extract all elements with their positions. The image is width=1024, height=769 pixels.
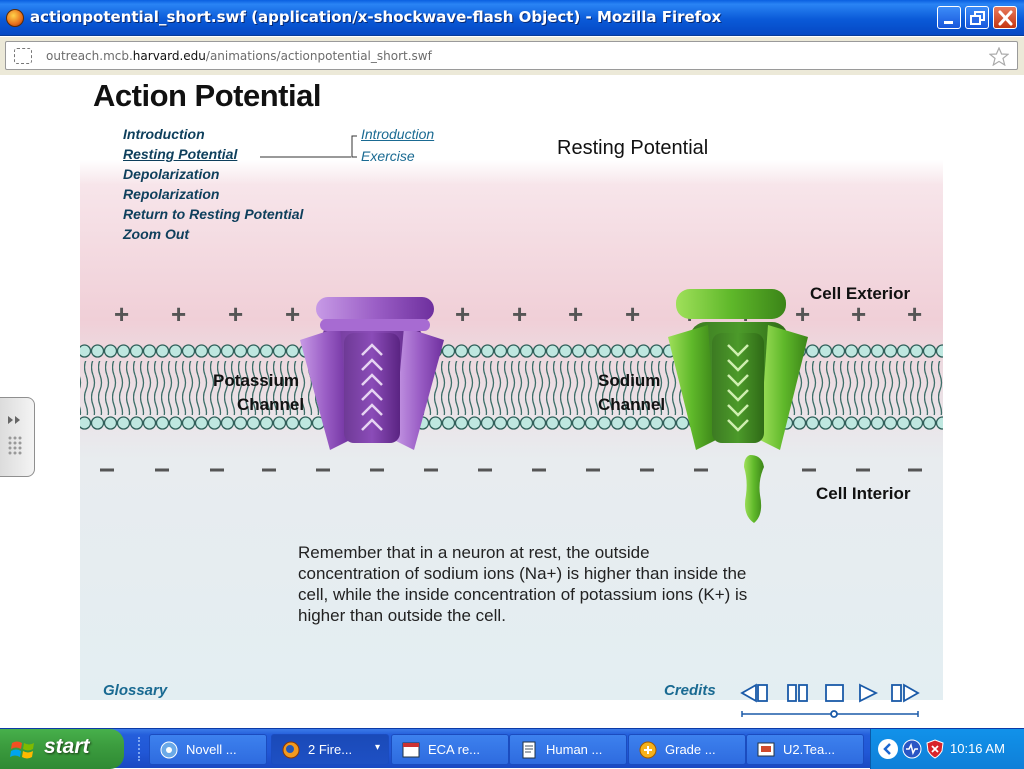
svg-text:+: + xyxy=(285,299,300,329)
cell-exterior-label: Cell Exterior xyxy=(810,284,911,303)
url-prefix: outreach.mcb. xyxy=(46,49,133,63)
task-eca[interactable]: ECA re... xyxy=(391,734,509,765)
sodium-label-line2: Channel xyxy=(598,395,666,414)
page-heading: Action Potential xyxy=(93,78,321,113)
task-label: ECA re... xyxy=(428,742,481,757)
url-text: outreach.mcb.harvard.edu/animations/acti… xyxy=(46,49,432,63)
quicklaunch-grip xyxy=(138,737,142,761)
restore-button[interactable] xyxy=(965,6,989,29)
grade-icon xyxy=(639,741,657,759)
url-host: harvard.edu xyxy=(132,49,206,63)
nav-repolarization[interactable]: Repolarization xyxy=(123,186,220,202)
clock: 10:16 AM xyxy=(950,741,1005,756)
task-grade[interactable]: Grade ... xyxy=(628,734,746,765)
section-title: Resting Potential xyxy=(557,137,709,159)
nav-zoom-out[interactable]: Zoom Out xyxy=(123,226,190,242)
flash-side-tab[interactable] xyxy=(0,397,35,477)
nav-introduction[interactable]: Introduction xyxy=(123,126,205,142)
window-title-bar[interactable]: actionpotential_short.swf (application/x… xyxy=(0,0,1024,36)
taskbar: start Novell ... 2 Fire... ▾ ECA re... H… xyxy=(0,728,1024,769)
flash-content: ++++ ++++ ++++ +++ xyxy=(0,75,1024,720)
window-icon xyxy=(402,742,420,758)
nav-connector xyxy=(260,135,357,158)
task-label: U2.Tea... xyxy=(783,742,836,757)
svg-text:+: + xyxy=(228,299,243,329)
close-button[interactable] xyxy=(993,6,1017,29)
glossary-link[interactable]: Glossary xyxy=(103,682,168,699)
page-icon xyxy=(14,48,32,64)
firefox-icon xyxy=(6,9,24,27)
task-u2[interactable]: U2.Tea... xyxy=(746,734,864,765)
novell-icon xyxy=(160,741,178,759)
svg-text:+: + xyxy=(114,299,129,329)
description-text: Remember that in a neuron at rest, the o… xyxy=(298,543,748,625)
potassium-channel xyxy=(300,297,444,450)
potassium-label-line2: Channel xyxy=(237,395,305,414)
play-icon[interactable] xyxy=(859,683,879,703)
positive-charges: ++++ ++++ ++++ +++ xyxy=(114,299,922,329)
forward-icon[interactable] xyxy=(891,683,920,703)
window-title: actionpotential_short.swf (application/x… xyxy=(30,8,722,26)
rewind-icon[interactable] xyxy=(740,683,768,703)
windows-logo-icon xyxy=(10,741,34,759)
potassium-label-line1: Potassium xyxy=(213,371,299,390)
system-tray: 10:16 AM xyxy=(870,729,1024,769)
task-firefox[interactable]: 2 Fire... ▾ xyxy=(271,734,389,765)
svg-text:+: + xyxy=(907,299,922,329)
sodium-channel xyxy=(668,289,808,523)
chevron-left-icon xyxy=(883,743,891,755)
playback-controls xyxy=(740,683,920,718)
svg-text:+: + xyxy=(795,299,810,329)
pause-icon[interactable] xyxy=(787,684,808,702)
subnav-introduction[interactable]: Introduction xyxy=(361,126,435,142)
progress-knob[interactable] xyxy=(830,710,838,718)
task-label: Novell ... xyxy=(186,742,237,757)
presentation-icon xyxy=(757,742,775,757)
svg-text:+: + xyxy=(568,299,583,329)
url-field[interactable]: outreach.mcb.harvard.edu/animations/acti… xyxy=(5,41,1018,70)
close-icon xyxy=(998,10,1013,26)
firefox-icon xyxy=(282,741,300,759)
bookmark-star-icon[interactable] xyxy=(989,47,1009,66)
task-label: Grade ... xyxy=(665,742,716,757)
minimize-icon xyxy=(944,21,953,24)
svg-text:+: + xyxy=(851,299,866,329)
cell-interior-label: Cell Interior xyxy=(816,484,911,503)
task-human[interactable]: Human ... xyxy=(509,734,627,765)
svg-text:+: + xyxy=(625,299,640,329)
tray-expand-button[interactable] xyxy=(878,739,898,759)
url-suffix: /animations/actionpotential_short.swf xyxy=(205,49,432,63)
svg-text:+: + xyxy=(171,299,186,329)
network-activity-icon[interactable] xyxy=(902,739,922,759)
subnav-exercise[interactable]: Exercise xyxy=(361,148,415,164)
credits-link[interactable]: Credits xyxy=(664,682,716,699)
task-label: 2 Fire... xyxy=(308,742,353,757)
start-label: start xyxy=(44,735,90,758)
nav-depolarization[interactable]: Depolarization xyxy=(123,166,220,182)
security-shield-icon[interactable] xyxy=(925,739,945,759)
group-chevron-icon: ▾ xyxy=(374,742,380,753)
task-label: Human ... xyxy=(546,742,603,757)
restore-icon xyxy=(970,11,985,25)
sodium-label-line1: Sodium xyxy=(598,371,661,390)
stop-icon[interactable] xyxy=(825,684,844,702)
svg-text:+: + xyxy=(512,299,527,329)
side-tab-icon xyxy=(8,416,22,455)
address-bar: outreach.mcb.harvard.edu/animations/acti… xyxy=(0,37,1024,75)
nav-return-to-resting[interactable]: Return to Resting Potential xyxy=(123,206,304,222)
nav-resting-potential[interactable]: Resting Potential xyxy=(123,146,238,162)
svg-text:+: + xyxy=(455,299,470,329)
minimize-button[interactable] xyxy=(937,6,961,29)
document-icon xyxy=(522,741,536,759)
task-novell[interactable]: Novell ... xyxy=(149,734,267,765)
lipid-bilayer xyxy=(80,343,943,439)
start-button[interactable]: start xyxy=(0,729,124,769)
membrane-diagram: ++++ ++++ ++++ +++ xyxy=(80,135,943,718)
